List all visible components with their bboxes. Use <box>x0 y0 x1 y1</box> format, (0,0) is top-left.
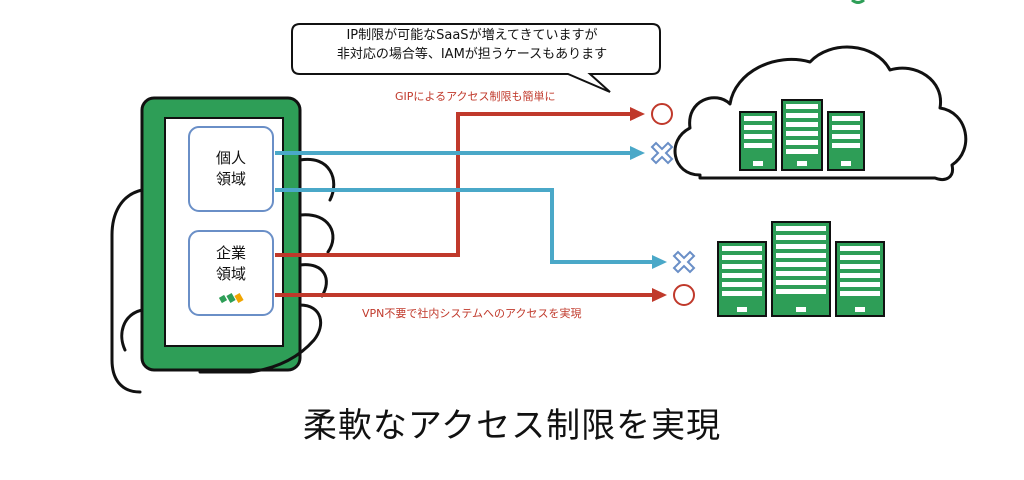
personal-area-line-1: 個人 <box>215 149 246 167</box>
personal-area-label: 個人 領域 <box>189 148 273 190</box>
callout-bubble <box>291 23 661 93</box>
denied-cross-icon <box>650 141 674 165</box>
hand-thumb <box>120 308 144 352</box>
connection-arrows <box>275 107 667 302</box>
server-rack-icon <box>771 221 831 317</box>
server-rack-icon <box>781 99 823 171</box>
callout-line-2: 非対応の場合等、IAMが担うケースもあります <box>336 47 608 62</box>
vpn-label: VPN不要で社内システムへのアクセスを実現 <box>362 307 582 320</box>
onprem-servers <box>717 221 885 317</box>
hand-finger-2 <box>298 213 335 254</box>
hand-finger-4 <box>198 303 323 374</box>
personal-area-line-2: 領域 <box>215 170 246 188</box>
corporate-area-label: 企業 領域 <box>189 243 273 285</box>
hand-finger-3 <box>298 263 328 298</box>
server-rack-icon <box>835 241 885 317</box>
callout-text: IP制限が可能なSaaSが増えてきていますが 非対応の場合等、IAMが担うケース… <box>292 26 652 64</box>
corporate-area-line-2: 領域 <box>215 265 246 283</box>
cloud-servers <box>739 99 865 171</box>
corporate-area-line-1: 企業 <box>215 244 246 262</box>
allowed-circle-icon <box>651 103 673 125</box>
arrow-corporate-to-saas <box>275 112 630 257</box>
denied-cross-icon <box>672 250 696 274</box>
company-logo-icon <box>218 293 244 304</box>
server-rack-icon <box>827 111 865 171</box>
arrow-personal-to-onprem <box>275 188 652 264</box>
hand-palm-outline <box>110 188 144 394</box>
corporate-area-box <box>188 230 274 316</box>
hand-holding-phone <box>110 96 336 394</box>
callout-line-1: IP制限が可能なSaaSが増えてきていますが <box>346 28 598 43</box>
allowed-circle-icon <box>673 284 695 306</box>
footer-title: 柔軟なアクセス制限を実現 <box>302 406 722 446</box>
hand-finger-1 <box>298 157 336 202</box>
personal-area-box <box>188 126 274 212</box>
server-rack-icon <box>717 241 767 317</box>
gip-label: GIPによるアクセス制限も簡単に <box>395 90 556 103</box>
server-rack-icon <box>739 111 777 171</box>
decorative-accent <box>851 0 865 4</box>
